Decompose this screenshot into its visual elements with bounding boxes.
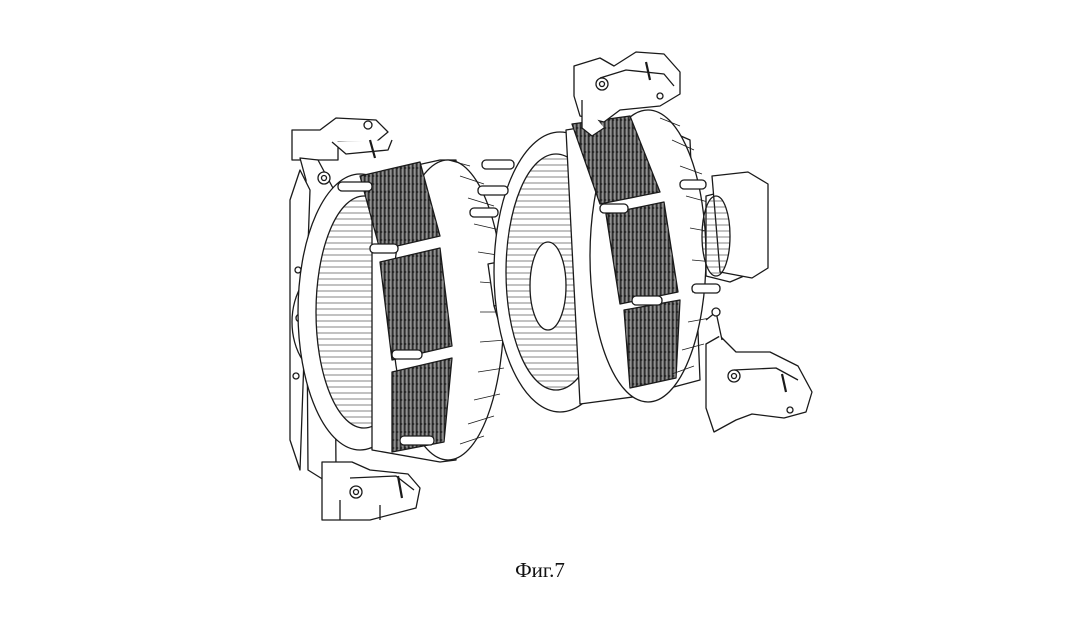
left-coil-top xyxy=(359,161,441,251)
right-top-clamp xyxy=(573,51,681,137)
right-coil-middle xyxy=(605,201,679,305)
left-coil-middle xyxy=(379,247,453,361)
figure-caption: Фиг.7 xyxy=(515,558,565,582)
right-coil-bottom xyxy=(623,299,681,389)
output-shaft-nut xyxy=(701,171,769,283)
right-motor-unit xyxy=(469,109,721,413)
left-coil-bottom xyxy=(391,357,453,453)
right-bottom-clamp xyxy=(705,307,813,433)
left-motor-unit xyxy=(297,159,507,463)
right-coil-top xyxy=(571,115,661,205)
